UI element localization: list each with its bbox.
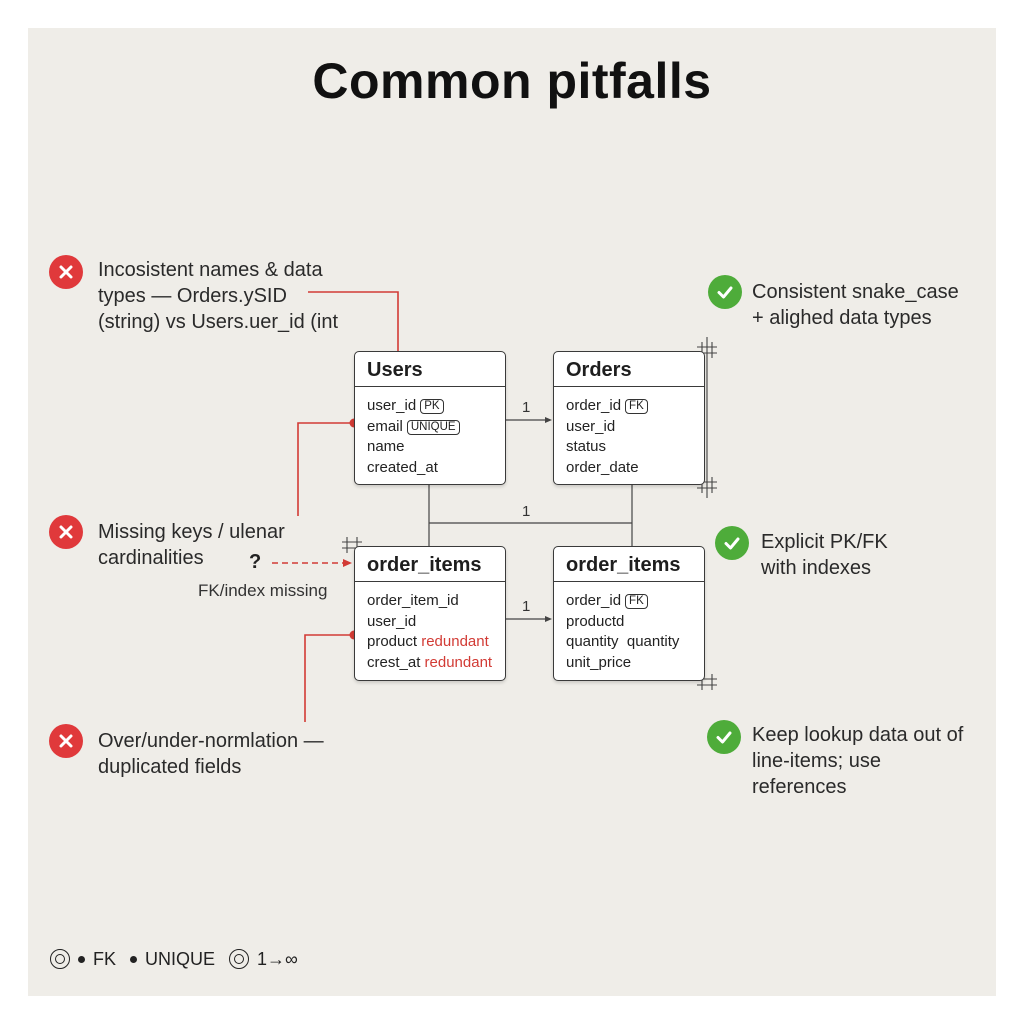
- field-row: order_date: [566, 458, 639, 476]
- field-row: name: [367, 438, 405, 455]
- entity-title: order_items: [554, 547, 704, 582]
- pitfall-note-2: Missing keys / ulenar cardinalities: [98, 521, 285, 569]
- legend-fk: FK: [93, 948, 117, 969]
- fk-missing-label: FK/index missing: [198, 581, 328, 600]
- field-row: order_item_id: [367, 592, 459, 609]
- field-row: user_id: [367, 612, 417, 630]
- double-ring-icon: [50, 949, 70, 969]
- check-icon: [715, 526, 749, 560]
- entity-title: Users: [355, 352, 505, 387]
- field-row: unit_price: [566, 653, 632, 671]
- fix-note-3: Keep lookup data out of line-items; use …: [752, 724, 964, 798]
- fix-note-1: Consistent snake_case + alighed data typ…: [752, 281, 959, 329]
- entity-title: order_items: [355, 547, 505, 582]
- x-icon: [49, 255, 83, 289]
- entity-order-items-left[interactable]: order_items order_item_id user_id produc…: [354, 546, 506, 681]
- x-icon: [49, 724, 83, 758]
- fix-note-2: Explicit PK/FK with indexes: [761, 531, 888, 579]
- field-row: user_id: [566, 417, 616, 435]
- cardinality-label: 1: [522, 399, 531, 416]
- field-row: productd: [566, 612, 625, 630]
- check-icon: [708, 275, 742, 309]
- cardinality-label: 1: [522, 598, 531, 615]
- page-title: Common pitfalls: [312, 53, 712, 109]
- redundant-label: redundant: [421, 633, 489, 650]
- bullet-icon: [78, 955, 85, 963]
- cardinality-label: 1: [522, 503, 531, 520]
- unique-tag: UNIQUE: [406, 419, 460, 435]
- pk-tag: PK: [420, 399, 444, 414]
- field-row: status: [566, 438, 607, 455]
- field-row: crest_at redundant: [367, 653, 493, 671]
- double-ring-icon: [229, 949, 250, 969]
- fk-tag: FK: [625, 594, 648, 609]
- check-icon: [707, 720, 741, 754]
- field-row: quantity quantity: [566, 633, 680, 650]
- legend: FK UNIQUE 1→∞: [50, 946, 298, 972]
- canvas-background: [28, 28, 996, 996]
- entity-title: Orders: [554, 352, 704, 387]
- x-icon: [49, 515, 83, 549]
- pitfall-note-3: Over/under-normlation — duplicated field…: [98, 730, 324, 778]
- legend-unique: UNIQUE: [145, 948, 216, 969]
- legend-ratio: 1→∞: [257, 948, 298, 969]
- field-row: created_at: [367, 458, 438, 476]
- field-row: product redundant: [367, 633, 489, 650]
- pitfall-note-1: Incosistent names & data types — Orders.…: [98, 259, 339, 333]
- question-mark: ?: [249, 551, 262, 573]
- redundant-label: redundant: [424, 653, 493, 671]
- bullet-icon: [130, 955, 138, 963]
- fk-tag: FK: [625, 399, 648, 414]
